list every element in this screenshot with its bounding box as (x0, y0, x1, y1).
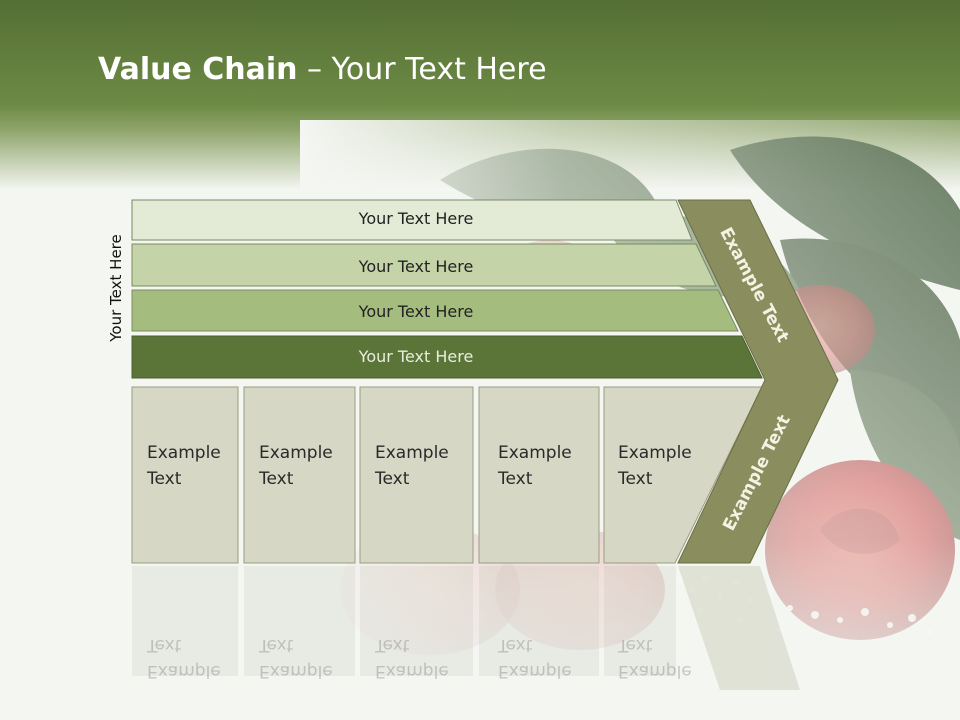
column-3-line1: Example (375, 443, 449, 463)
column-2-text: Example Text (259, 440, 333, 492)
column-4[interactable] (478, 386, 600, 564)
column-4-text: Example Text (498, 440, 572, 492)
column-1-text: Example Text (147, 440, 221, 492)
slide-title: Value Chain – Your Text Here (98, 52, 547, 87)
bar-3[interactable] (131, 289, 739, 332)
column-2-line2: Text (259, 469, 294, 489)
title-rest: – Your Text Here (297, 52, 547, 87)
column-1-line2: Text (147, 469, 182, 489)
column-1[interactable] (131, 386, 239, 564)
column-3[interactable] (359, 386, 474, 564)
column-5-text: Example Text (618, 440, 692, 492)
bar-4-label: Your Text Here (358, 347, 474, 366)
bar-2[interactable] (131, 243, 717, 287)
bar-3-label: Your Text Here (358, 302, 474, 321)
column-3-line2: Text (375, 469, 410, 489)
column-3-text: Example Text (375, 440, 449, 492)
bar-2-label: Your Text Here (358, 257, 474, 276)
bar-1[interactable] (131, 199, 693, 241)
column-4-line2: Text (498, 469, 533, 489)
column-2-line1: Example (259, 443, 333, 463)
column-2[interactable] (243, 386, 356, 564)
column-5[interactable] (603, 386, 763, 564)
bar-1-label: Your Text Here (358, 209, 474, 228)
bar-4[interactable] (131, 335, 763, 379)
title-bold: Value Chain (98, 52, 298, 87)
column-1-line1: Example (147, 443, 221, 463)
column-4-line1: Example (498, 443, 572, 463)
column-5-line2: Text (618, 469, 653, 489)
column-5-line1: Example (618, 443, 692, 463)
chevron-arrow[interactable] (677, 199, 839, 564)
